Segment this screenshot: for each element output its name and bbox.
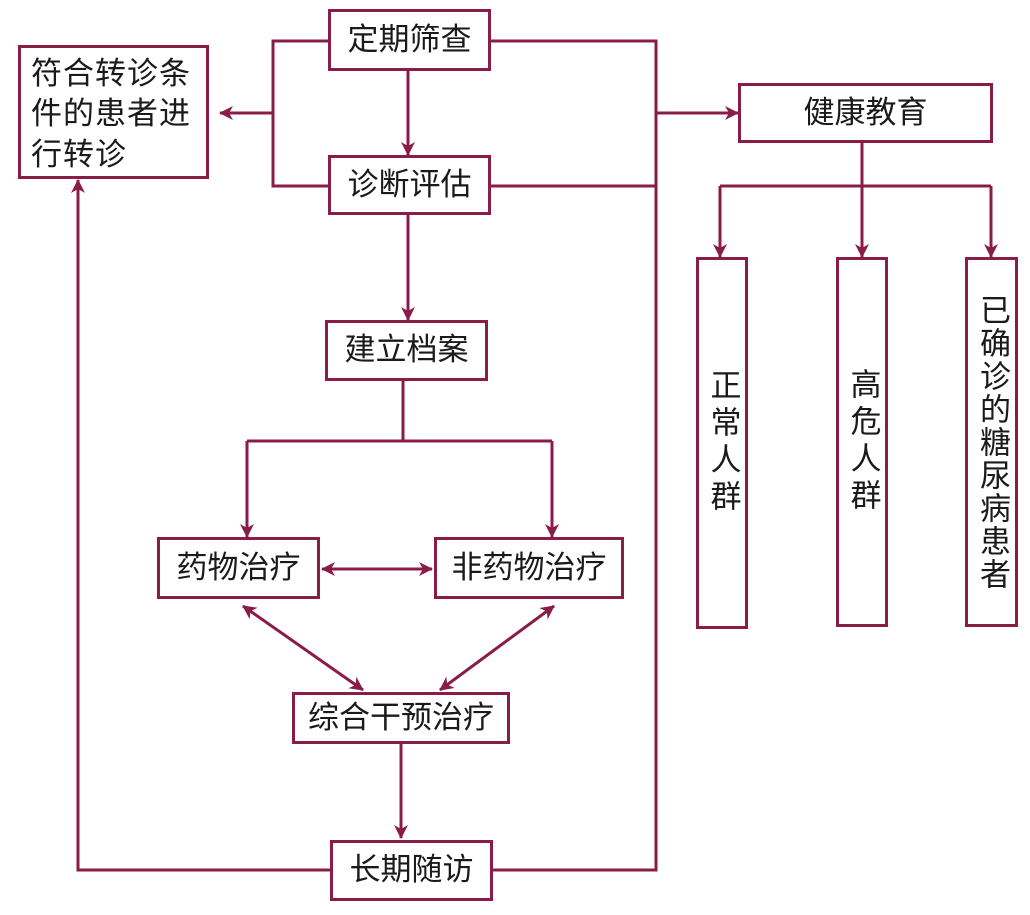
node-drug-therapy: 药物治疗 (157, 537, 320, 599)
node-referral: 符合转诊条件的患者进行转诊 (18, 45, 209, 179)
node-diagnosed-diabetes: 已确诊的糖尿病患者 (965, 257, 1018, 627)
node-health-education: 健康教育 (738, 83, 993, 143)
node-normal-population: 正常人群 (696, 257, 748, 629)
node-long-term-followup: 长期随访 (330, 840, 493, 901)
edge-screening-to-referral-branch (271, 39, 330, 188)
edge-nondrug-integrated-bidirectional (439, 604, 555, 692)
node-non-drug-therapy: 非药物治疗 (434, 537, 624, 599)
edge-to-education-bracket (491, 39, 658, 872)
edge-followup-to-referral (71, 179, 330, 872)
node-integrated-intervention: 综合干预治疗 (292, 692, 510, 744)
node-screening: 定期筛查 (328, 9, 491, 71)
edge-drug-integrated-bidirectional (242, 604, 364, 692)
node-archive: 建立档案 (325, 320, 488, 381)
node-high-risk-population: 高危人群 (836, 257, 888, 627)
node-assessment: 诊断评估 (328, 155, 491, 215)
